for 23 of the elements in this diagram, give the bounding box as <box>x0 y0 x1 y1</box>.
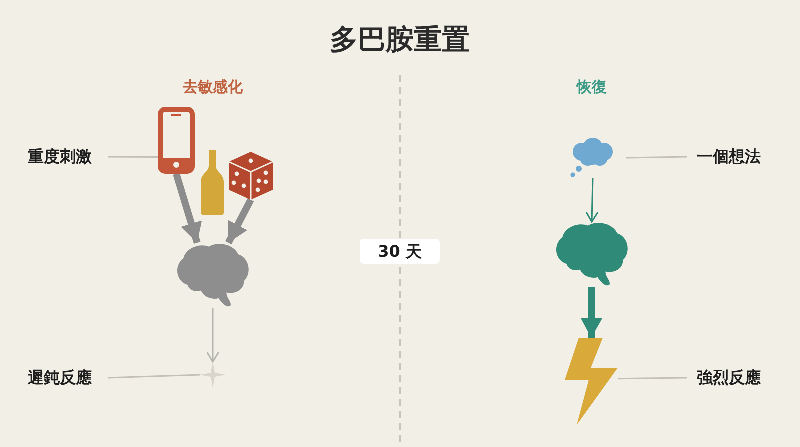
dice-icon <box>229 152 273 200</box>
leader-line <box>618 377 688 380</box>
day-count-box: 30 天 <box>360 239 440 264</box>
stimulus-label: 重度刺激 <box>28 146 98 168</box>
arrow <box>206 308 220 363</box>
section-heading: 恢復 <box>575 77 608 97</box>
title: 多巴胺重置 <box>329 22 471 58</box>
sparkle-icon <box>200 362 226 388</box>
phone-icon <box>158 107 195 174</box>
response-label: 強烈反應 <box>697 367 767 389</box>
thought-cloud-icon <box>570 138 616 178</box>
arrow <box>585 178 599 223</box>
bottle-icon <box>201 150 224 215</box>
arrow <box>580 286 603 338</box>
response-label: 遲鈍反應 <box>28 367 98 389</box>
arrow <box>226 198 254 245</box>
leader-line <box>108 374 200 379</box>
section-heading: 去敏感化 <box>182 77 244 97</box>
leader-line <box>108 156 158 158</box>
thought-label: 一個想法 <box>697 146 767 168</box>
lightning-icon <box>565 338 618 425</box>
leader-line <box>626 156 688 159</box>
arrow <box>173 172 202 244</box>
